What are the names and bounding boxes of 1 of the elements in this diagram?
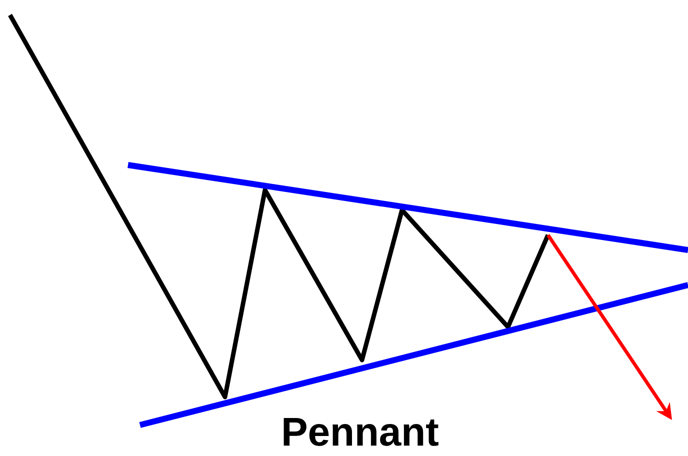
pattern-label: Pennant [284, 418, 438, 446]
